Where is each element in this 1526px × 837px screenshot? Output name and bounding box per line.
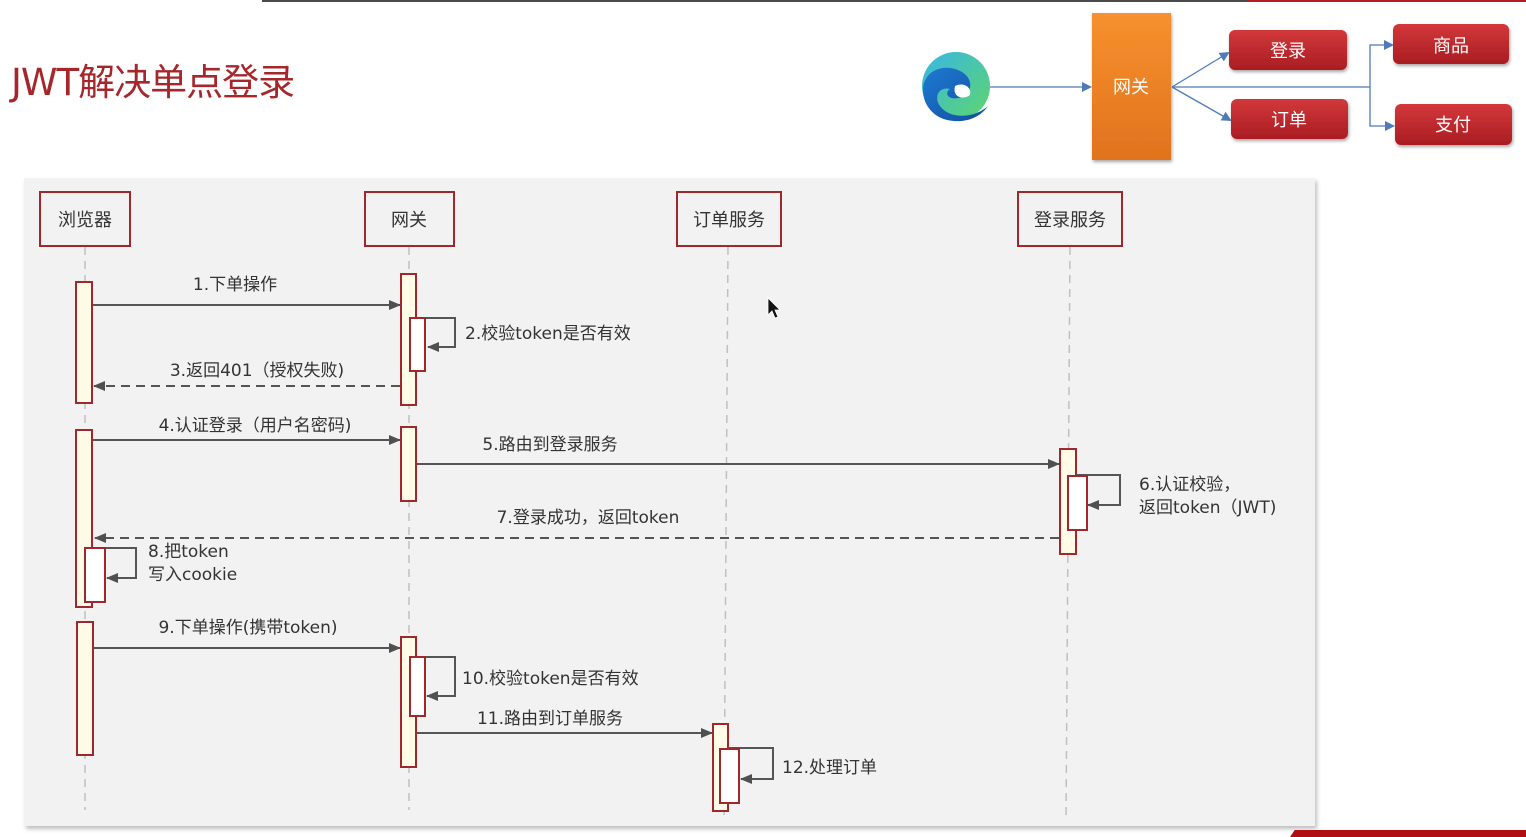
top-border-accent [1247,0,1526,2]
bottom-accent-bar [1290,830,1526,837]
self-call-6 [1076,474,1121,510]
message-label-8-line1: 8.把token [148,542,229,562]
gateway-box [1092,13,1171,160]
slide-title: JWT解决单点登录 [11,61,295,104]
edge-browser-icon [922,52,990,122]
message-label-6-line1: 6.认证校验， [1139,475,1240,495]
arrow-to-goods [1369,40,1394,87]
architecture-diagram: 网关 登录 订单 商品 支付 [922,13,1512,160]
participant-label-gateway: 网关 [391,210,427,231]
self-call-2 [416,317,456,352]
participant-label-order-service: 订单服务 [693,210,765,231]
message-label-10: 10.校验token是否有效 [462,669,639,689]
activation-gateway-2 [400,426,417,502]
service-box-goods [1393,24,1509,64]
service-label-goods: 商品 [1433,36,1469,57]
nested-activation-login-service [1067,475,1088,531]
service-label-payment: 支付 [1435,115,1471,136]
message-label-3: 3.返回401（授权失败) [170,361,344,381]
message-label-11: 11.路由到订单服务 [477,709,623,729]
activation-browser-3 [76,621,94,756]
nested-activation-browser [84,547,106,603]
arrow-to-payment [1369,87,1395,131]
participant-browser [39,191,131,247]
participant-label-browser: 浏览器 [58,210,112,231]
mouse-cursor-icon [767,297,781,319]
message-label-8-line2: 写入cookie [148,565,237,585]
self-call-12 [728,747,774,784]
message-label-2: 2.校验token是否有效 [465,324,631,344]
service-label-login: 登录 [1270,41,1306,62]
self-call-8 [92,547,137,583]
top-border-dark [262,0,1247,2]
service-box-login [1229,30,1347,70]
message-label-12: 12.处理订单 [782,758,877,778]
participant-order-service [676,191,782,247]
nested-activation-order-service [719,748,740,804]
participant-label-login-service: 登录服务 [1034,210,1106,231]
arrow-gateway-to-order [1171,86,1232,121]
service-label-order: 订单 [1271,110,1307,131]
service-box-payment [1395,104,1512,145]
message-label-9: 9.下单操作(携带token) [158,618,337,638]
sequence-diagram-panel [24,178,1315,826]
participant-login-service [1017,191,1123,247]
nested-activation-gateway-1 [409,317,426,372]
arrow-gateway-to-login [1171,51,1230,88]
message-label-5: 5.路由到登录服务 [482,435,617,455]
message-label-4: 4.认证登录（用户名密码) [159,416,352,436]
activation-browser-1 [75,281,93,404]
message-label-6-line2: 返回token（JWT) [1139,498,1276,518]
gateway-label: 网关 [1113,77,1149,98]
nested-activation-gateway-2 [409,656,426,717]
message-label-7: 7.登录成功，返回token [497,508,680,528]
message-label-1: 1.下单操作 [193,275,277,295]
self-call-10 [416,656,456,701]
participant-gateway [364,191,455,247]
service-box-order [1231,99,1348,139]
